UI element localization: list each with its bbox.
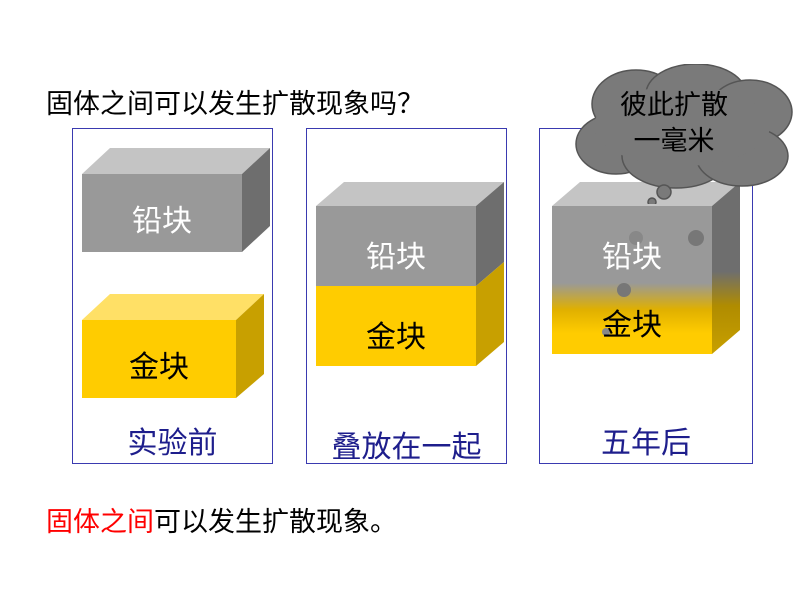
conclusion-rest: 可以发生扩散现象。 [154,507,397,538]
conclusion-text: 固体之间可以发生扩散现象。 [46,500,397,539]
caption-before: 实验前 [127,426,218,461]
gold-label-before: 金块 [129,350,189,385]
lead-label-stacked: 铅块 [366,240,426,275]
cloud-text: 彼此扩散 一毫米 [572,88,776,160]
gold-block-before [82,294,264,398]
panel-stacked [306,128,507,464]
caption-stacked: 叠放在一起 [331,430,482,465]
cloud-line-2: 一毫米 [633,126,715,157]
stacked-blocks [316,182,504,366]
lead-label-before: 铅块 [132,204,192,239]
gold-label-five-years: 金块 [602,308,662,343]
cloud-line-1: 彼此扩散 [620,90,728,121]
panel-before [72,128,273,464]
lead-label-five-years: 铅块 [602,240,662,275]
diffused-blocks [552,182,740,354]
caption-five-years: 五年后 [601,426,691,461]
gold-label-stacked: 金块 [366,320,426,355]
cloud-callout [575,64,793,204]
question-text: 固体之间可以发生扩散现象吗？ [46,89,424,120]
lead-block-before [82,148,270,252]
conclusion-highlight: 固体之间 [46,507,154,538]
